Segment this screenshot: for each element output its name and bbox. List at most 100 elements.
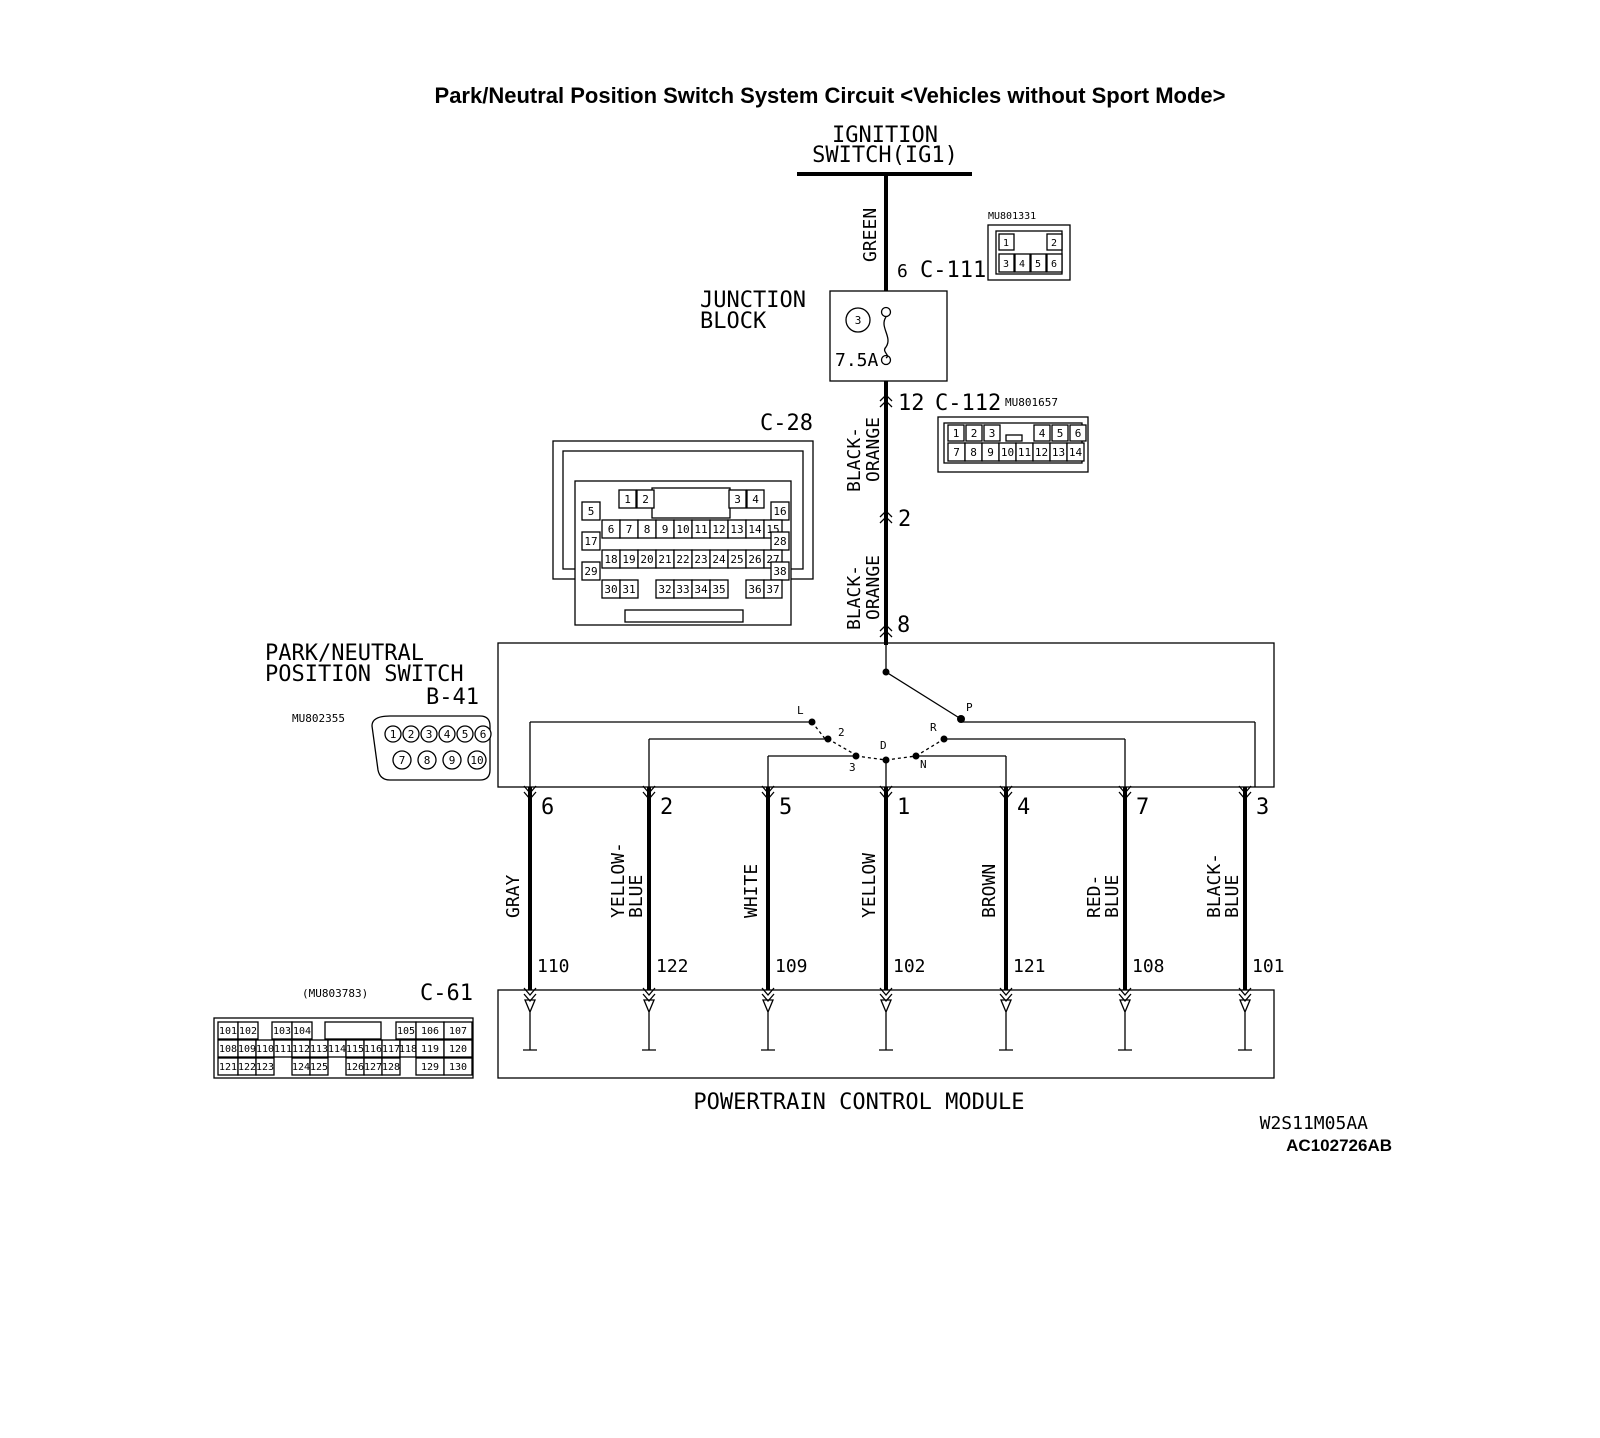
c61-pin-box [309,1057,329,1076]
c28-label: C-28 [760,411,813,436]
c28-pin: 38 [773,565,786,578]
b41-pin-circle [420,725,438,743]
pcm-pin-label: 102 [893,956,926,977]
switch-pin-label: 4 [1017,795,1030,820]
switch-pos-L: L [797,704,804,717]
b41-pin: 6 [480,728,487,741]
b41-pin-circle [474,725,492,743]
c28-connector-mark [879,510,893,524]
c112-pin: 6 [1075,427,1082,440]
switch-pin-label: 3 [1256,795,1269,820]
pcm-pin-label: 108 [1132,956,1165,977]
wire-color-label: YELLOW [859,853,880,918]
c28-pin-box [728,489,747,509]
connector-mark [761,785,775,800]
c112-pin-box [1051,424,1069,442]
switch-label-1: PARK/NEUTRAL [265,641,424,666]
pcm-pin-label: 121 [1013,956,1046,977]
c61-pin: 113 [310,1044,328,1055]
black-orange-label-2a: BLACK- [844,565,865,630]
c61-pin: 127 [364,1062,382,1073]
c28-pin: 31 [622,583,635,596]
code-1: W2S11M05AA [1260,1113,1369,1134]
c112-pin-box [1033,424,1051,442]
c112-pin: 7 [953,446,960,459]
c111-pin-1: 1 [1003,238,1009,249]
c61-pin: 111 [274,1044,292,1055]
c61-label: C-61 [420,981,473,1006]
c112-pin: 8 [970,446,977,459]
c112-pin: 12 [1035,446,1048,459]
b41-pin-circle [438,725,456,743]
c112-pin-box [1066,442,1085,462]
c61-pin: 122 [238,1062,256,1073]
c61-pin: 107 [449,1026,467,1037]
b41-pin: 2 [408,728,415,741]
b41-pin: 8 [424,754,431,767]
b41-pin: 7 [399,754,406,767]
switch-pin-label: 6 [541,795,554,820]
c112-connector-mark [879,394,893,408]
c28-pin: 8 [644,523,651,536]
pcm-pin-label: 101 [1252,956,1285,977]
c61-pin: 105 [397,1026,415,1037]
c112-pin: 4 [1039,427,1046,440]
pcm-pin-label: 122 [656,956,689,977]
c112-pin: 9 [987,446,994,459]
c61-pin: 106 [421,1026,439,1037]
wire-color-label: BLUE [1222,875,1243,918]
c112-pin: 13 [1052,446,1065,459]
c28-pin: 9 [662,523,669,536]
connector-mark [642,785,656,800]
switch-in-pin: 8 [897,613,910,638]
c28-pin: 18 [604,553,617,566]
c28-pin-box [709,579,729,599]
c28-pin-box [618,489,637,509]
c61-pin: 112 [292,1044,310,1055]
fuse-number-circle [845,307,871,333]
fuse-icon [880,306,892,366]
c61-pin: 129 [421,1062,439,1073]
c28-pin: 13 [730,523,743,536]
c28-pin-box [581,561,601,581]
c112-pin: 12 [898,391,925,416]
c28-pin: 7 [626,523,633,536]
c28-pin: 2 [898,507,911,532]
diagram-title: Park/Neutral Position Switch System Circ… [435,83,1226,108]
pcm-pin-label: 110 [537,956,570,977]
c28-pin: 3 [734,493,741,506]
pcm-terminal-icon [999,999,1013,1051]
c111-part: MU801331 [988,211,1036,222]
code-2: AC102726AB [1286,1136,1392,1155]
c28-pin: 26 [748,553,761,566]
ignition-label-1: IGNITION [832,123,938,148]
b41-pin-circle [467,750,487,770]
c28-pin: 5 [588,505,595,518]
c61-pin-box [237,1021,259,1040]
c28-pin: 30 [604,583,617,596]
c112-pin: 1 [953,427,960,440]
black-orange-label-1b: ORANGE [863,417,884,482]
switch-pin-label: 2 [660,795,673,820]
c111-connector: 1 2 3 4 5 6 [987,224,1071,281]
connector-mark [879,785,893,800]
junction-label-1: JUNCTION [700,288,806,313]
junction-block [829,290,948,382]
c28-pin: 36 [748,583,761,596]
c28-pin: 24 [712,553,726,566]
connector-mark [523,785,537,800]
c28-pin: 35 [712,583,725,596]
c61-pin: 110 [256,1044,274,1055]
c61-pin: 114 [328,1044,346,1055]
b41-pin-circle [442,750,462,770]
c28-pin: 37 [766,583,779,596]
c28-pin: 33 [676,583,689,596]
b41-pin-circle [417,750,437,770]
c28-pin: 11 [694,523,707,536]
switch-pos-3: 3 [849,761,856,774]
c61-pin-box [291,1021,313,1040]
